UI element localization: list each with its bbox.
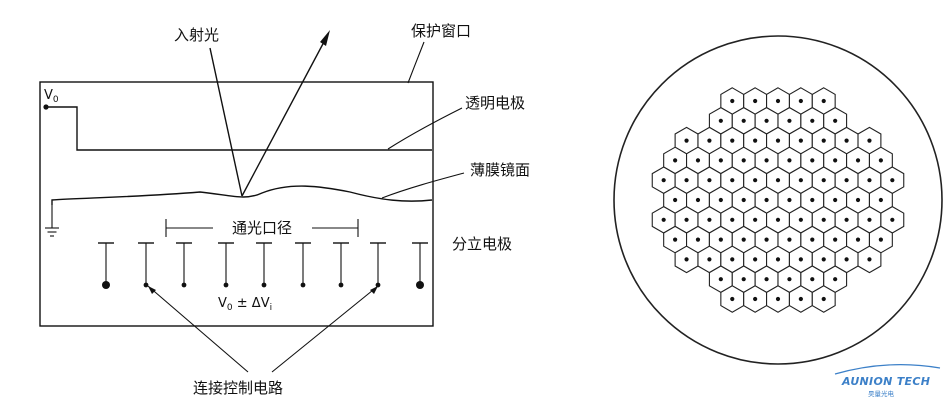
membrane-mirror-label: 薄膜镜面 <box>470 161 530 179</box>
discrete-electrode <box>295 242 311 288</box>
clear-aperture-label: 通光口径 <box>232 219 292 237</box>
brand-subtitle: 昊量光电 <box>868 389 895 398</box>
brand-watermark: AUNION TECH 昊量光电 <box>834 364 941 398</box>
hex-electrode <box>811 285 836 313</box>
discrete-electrode <box>333 242 349 288</box>
transparent-electrode-label: 透明电极 <box>465 94 525 112</box>
hex-electrode <box>857 245 882 274</box>
bias-terminal <box>43 104 49 110</box>
discrete-electrode <box>138 242 154 288</box>
membrane-mirror-surface <box>51 185 433 205</box>
transparent-electrode-plate <box>44 106 432 151</box>
hex-electrode <box>880 205 905 234</box>
discrete-electrode <box>370 242 386 288</box>
housing-box <box>39 81 434 327</box>
brand-name: AUNION TECH <box>841 375 930 388</box>
hex-electrode <box>766 285 790 313</box>
hexagonal-electrode-grid <box>651 87 905 313</box>
discrete-electrode <box>98 242 114 289</box>
discrete-electrode <box>218 242 234 288</box>
discrete-electrode <box>176 242 192 288</box>
label-leader-lines <box>147 41 465 373</box>
discrete-electrode <box>256 242 272 288</box>
brand-swoosh-icon <box>834 364 941 375</box>
electrode-voltage-label: V0 ± ΔVi <box>218 296 272 313</box>
protective-window-label: 保护窗口 <box>411 22 471 40</box>
control-circuit-label: 连接控制电路 <box>193 379 283 397</box>
incident-light-label: 入射光 <box>174 26 219 44</box>
clear-aperture-dimension <box>165 219 359 237</box>
electrode-layout-diagram <box>613 35 943 365</box>
bias-voltage-label: V0 <box>44 88 59 105</box>
light-rays <box>209 30 330 197</box>
reflected-ray-arrowhead <box>320 30 330 46</box>
discrete-electrode <box>412 242 428 289</box>
discrete-electrode-array <box>98 242 428 289</box>
discrete-electrodes-label: 分立电极 <box>452 235 512 253</box>
cross-section-diagram: V0 通光口径 V0 ± ΔVi <box>39 22 530 397</box>
ground-icon <box>45 205 59 237</box>
